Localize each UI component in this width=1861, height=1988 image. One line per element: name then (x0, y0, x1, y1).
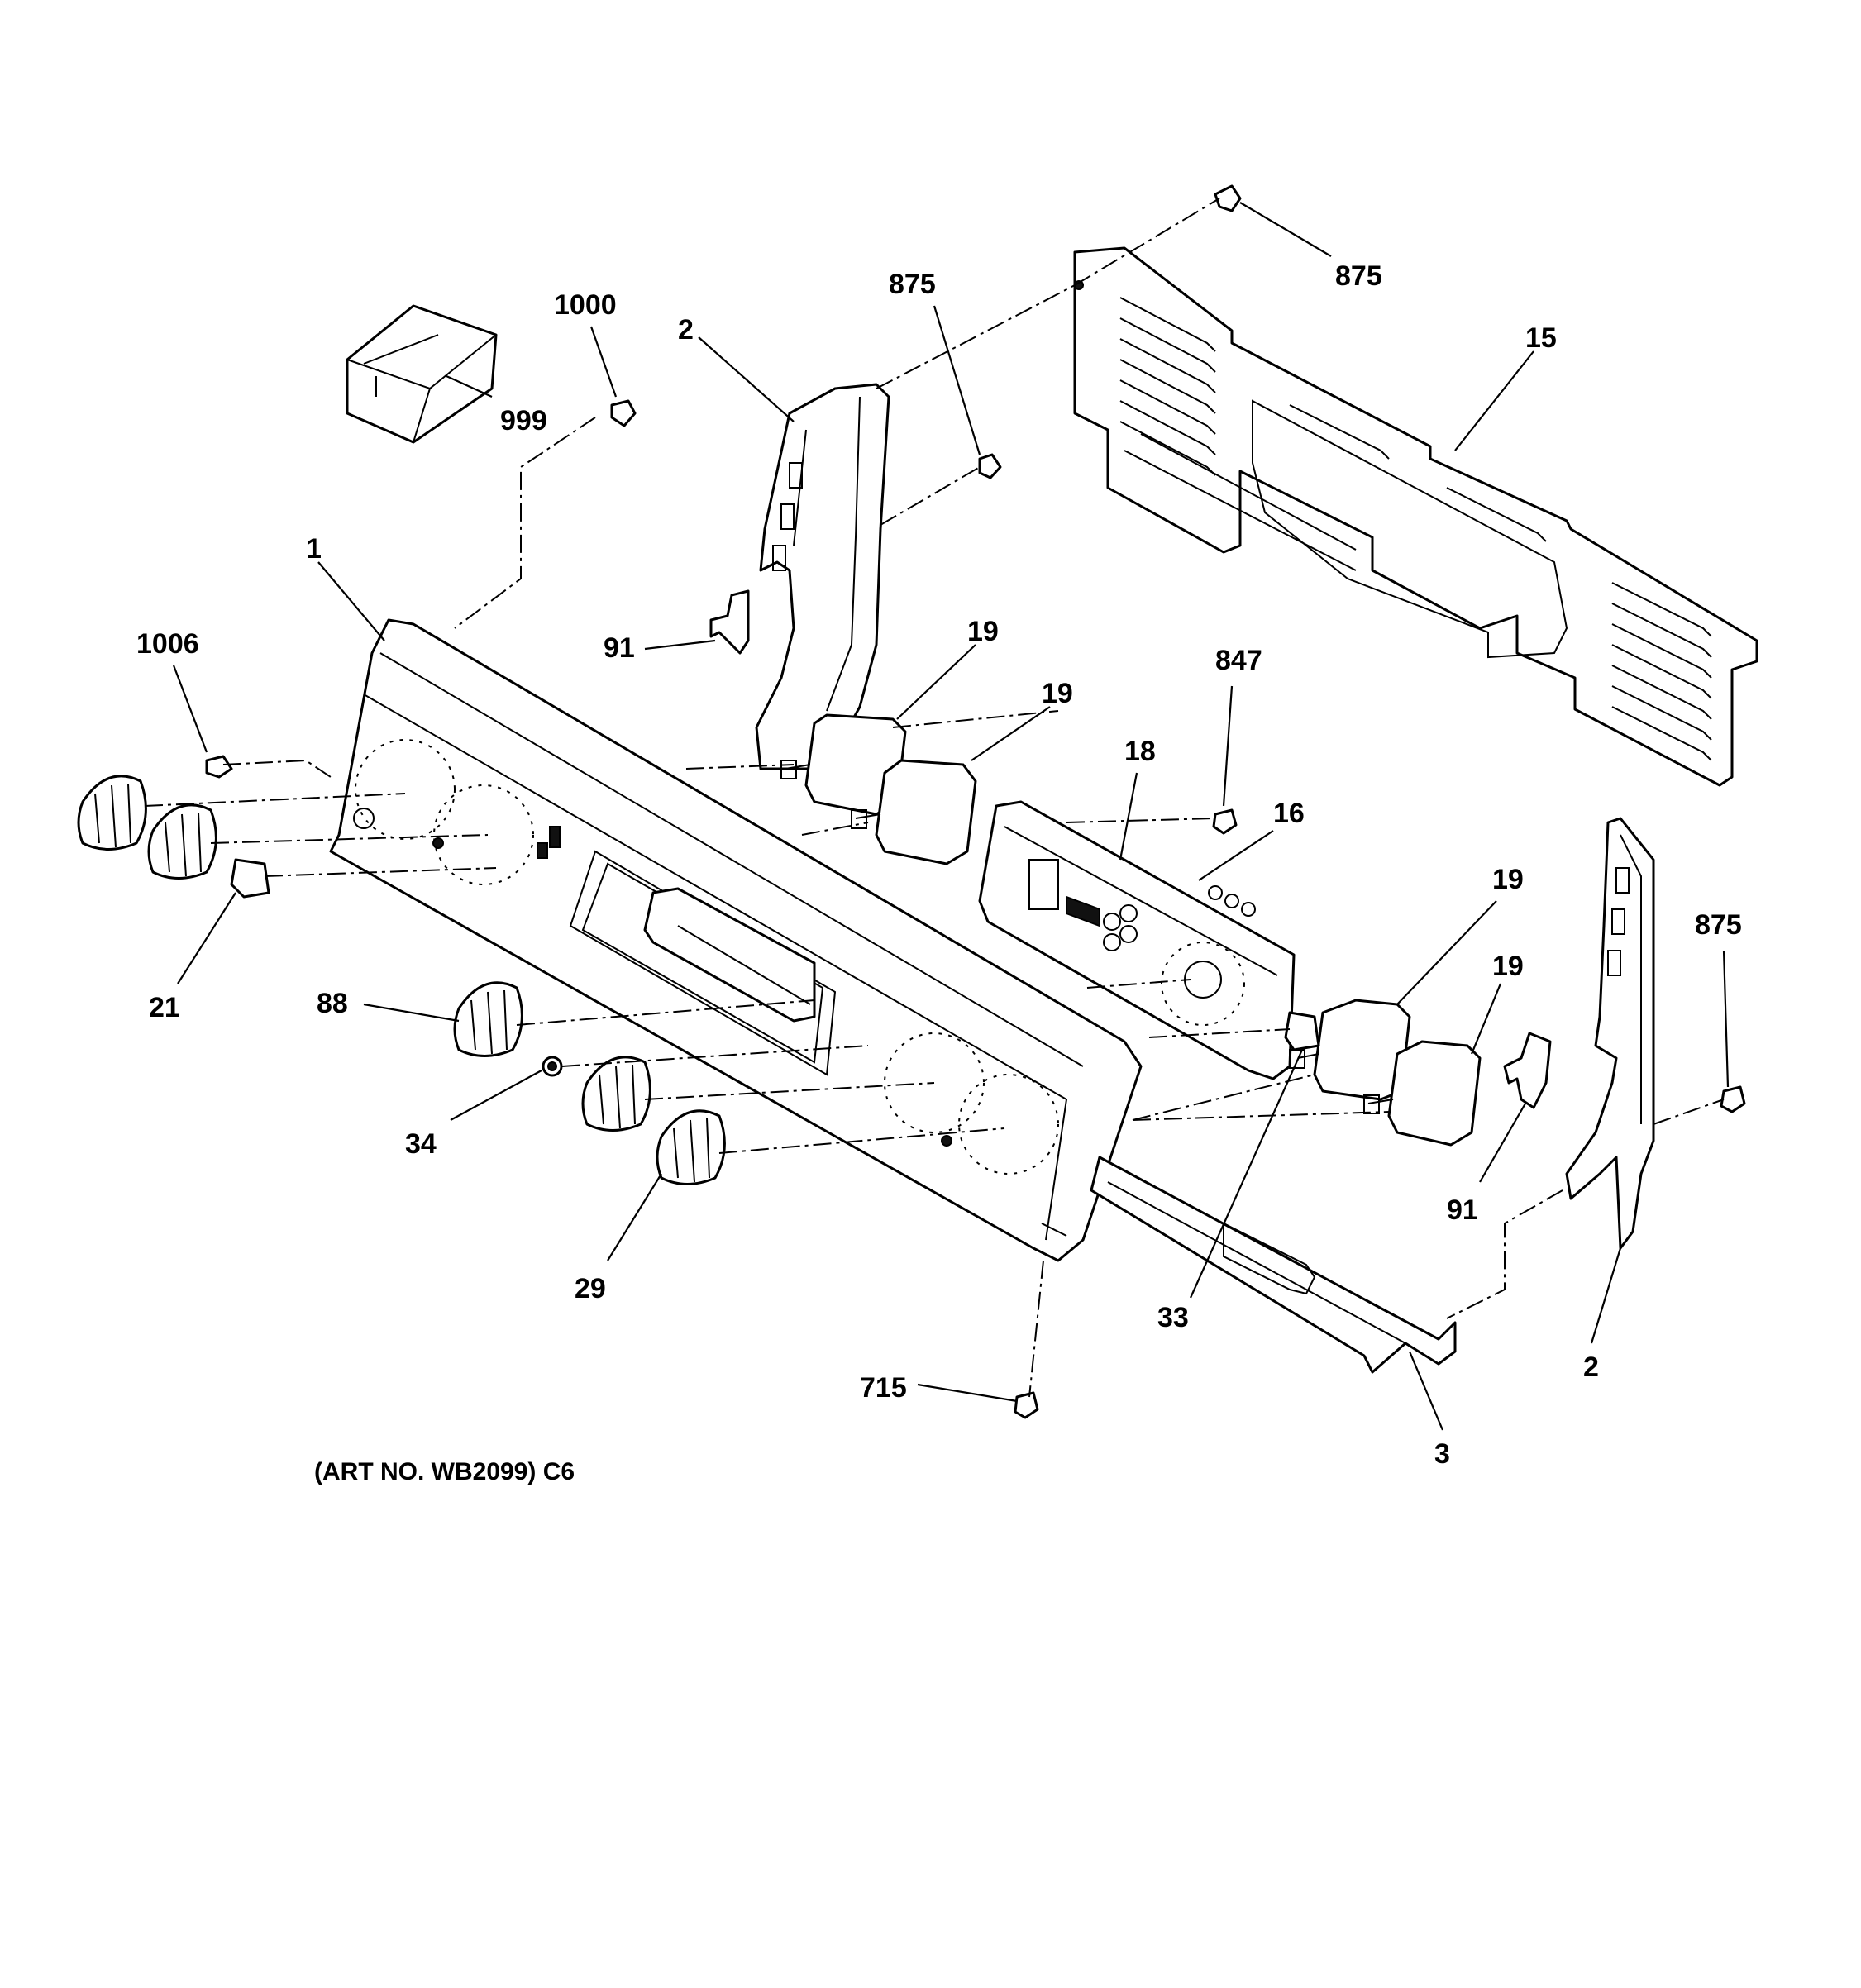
control-knob-b (147, 803, 217, 880)
callout-21: 21 (149, 992, 180, 1023)
callout-34: 34 (405, 1128, 437, 1160)
lower-trim-part (1090, 1156, 1457, 1374)
callout-16: 16 (1273, 798, 1305, 829)
callout-2-right: 2 (1583, 1352, 1599, 1383)
callout-15: 15 (1525, 322, 1557, 354)
control-knob-c (453, 981, 523, 1057)
callout-19-a: 19 (967, 616, 999, 647)
callout-875-right: 875 (1695, 909, 1742, 941)
callout-91-right: 91 (1447, 1194, 1478, 1226)
callout-1: 1 (306, 533, 322, 565)
callout-715: 715 (860, 1372, 907, 1404)
callout-19-b: 19 (1042, 678, 1073, 709)
right-end-bracket-part (1565, 817, 1655, 1250)
callout-88: 88 (317, 988, 348, 1019)
control-knob-a (77, 775, 147, 851)
assembly-lines (144, 198, 1725, 1398)
callout-2-left: 2 (678, 314, 694, 346)
control-knob-d (581, 1056, 651, 1132)
callout-875-mid: 875 (889, 269, 936, 300)
callout-1006: 1006 (136, 628, 199, 660)
leader-lines (172, 202, 1730, 1431)
callout-19-c: 19 (1492, 864, 1524, 895)
wire-clip-part-left (709, 589, 750, 655)
door-switch-part (1284, 1011, 1320, 1051)
screw-parts (205, 184, 1746, 1419)
callout-875-top: 875 (1335, 260, 1382, 292)
infinite-switch-d (1363, 1040, 1482, 1147)
left-end-bracket-part (755, 383, 890, 770)
callout-29: 29 (575, 1273, 606, 1304)
callout-91-left: 91 (604, 632, 635, 664)
rocker-switch-part (230, 858, 270, 899)
infinite-switch-c (1289, 999, 1411, 1101)
knob-stem-part (542, 1056, 563, 1077)
wire-clip-part-right (1503, 1032, 1552, 1109)
callout-847: 847 (1215, 645, 1262, 676)
callout-19-d: 19 (1492, 951, 1524, 982)
service-literature-box-part (346, 304, 498, 444)
callout-33: 33 (1157, 1302, 1189, 1333)
art-number-caption: (ART NO. WB2099) C6 (314, 1458, 575, 1485)
callout-18: 18 (1124, 736, 1156, 767)
control-panel-part (329, 618, 1143, 1262)
control-knob-e (656, 1109, 726, 1185)
callout-999: 999 (500, 405, 547, 436)
callout-labels: 875 15 1000 875 2 999 1 1006 91 19 19 84… (136, 260, 1742, 1470)
callout-1000: 1000 (554, 289, 617, 321)
infinite-switch-b (851, 759, 977, 865)
rear-panel-part (1073, 246, 1758, 787)
callout-3: 3 (1434, 1438, 1450, 1470)
clock-board-part (978, 800, 1296, 1080)
